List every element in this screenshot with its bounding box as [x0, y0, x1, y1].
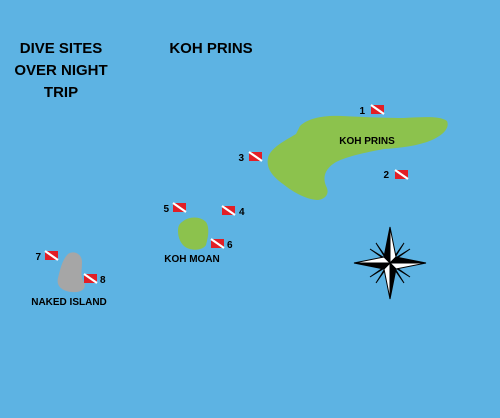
dive-flag-icon	[43, 249, 60, 262]
dive-site-8[interactable]: 8	[82, 272, 106, 286]
map-title: KOH PRINS	[169, 40, 252, 57]
dive-site-8-number: 8	[100, 275, 106, 286]
dive-site-1[interactable]: 1	[359, 103, 386, 117]
dive-site-2-number: 2	[383, 170, 389, 181]
dive-site-1-number: 1	[359, 106, 365, 117]
dive-flag-icon	[220, 204, 237, 217]
dive-flag-icon	[393, 168, 410, 181]
dive-flag-icon	[369, 103, 386, 116]
title-line-1: DIVE SITES	[20, 40, 103, 57]
dive-site-3-number: 3	[238, 153, 244, 164]
koh-prins-island	[267, 115, 448, 200]
dive-flag-icon	[209, 237, 226, 250]
koh-moan-label: KOH MOAN	[164, 254, 220, 265]
compass-rose-icon	[353, 226, 427, 300]
koh-moan-island	[178, 217, 209, 250]
title-line-2: OVER NIGHT	[14, 62, 107, 79]
dive-site-7-number: 7	[35, 252, 41, 263]
koh-prins-label: KOH PRINS	[339, 136, 395, 147]
dive-site-3[interactable]: 3	[238, 150, 264, 164]
dive-site-4[interactable]: 4	[220, 204, 245, 218]
dive-site-6[interactable]: 6	[209, 237, 233, 251]
naked-island	[57, 252, 85, 293]
dive-site-6-number: 6	[227, 240, 233, 251]
naked-island-label: NAKED ISLAND	[31, 297, 107, 308]
dive-flag-icon	[247, 150, 264, 163]
dive-flag-icon	[171, 201, 188, 214]
title-line-3: TRIP	[44, 84, 78, 101]
dive-flag-icon	[82, 272, 99, 285]
dive-site-4-number: 4	[239, 207, 245, 218]
dive-site-5-number: 5	[163, 204, 169, 215]
dive-site-2[interactable]: 2	[383, 168, 410, 181]
dive-site-7[interactable]: 7	[35, 249, 60, 263]
dive-site-5[interactable]: 5	[163, 201, 188, 215]
